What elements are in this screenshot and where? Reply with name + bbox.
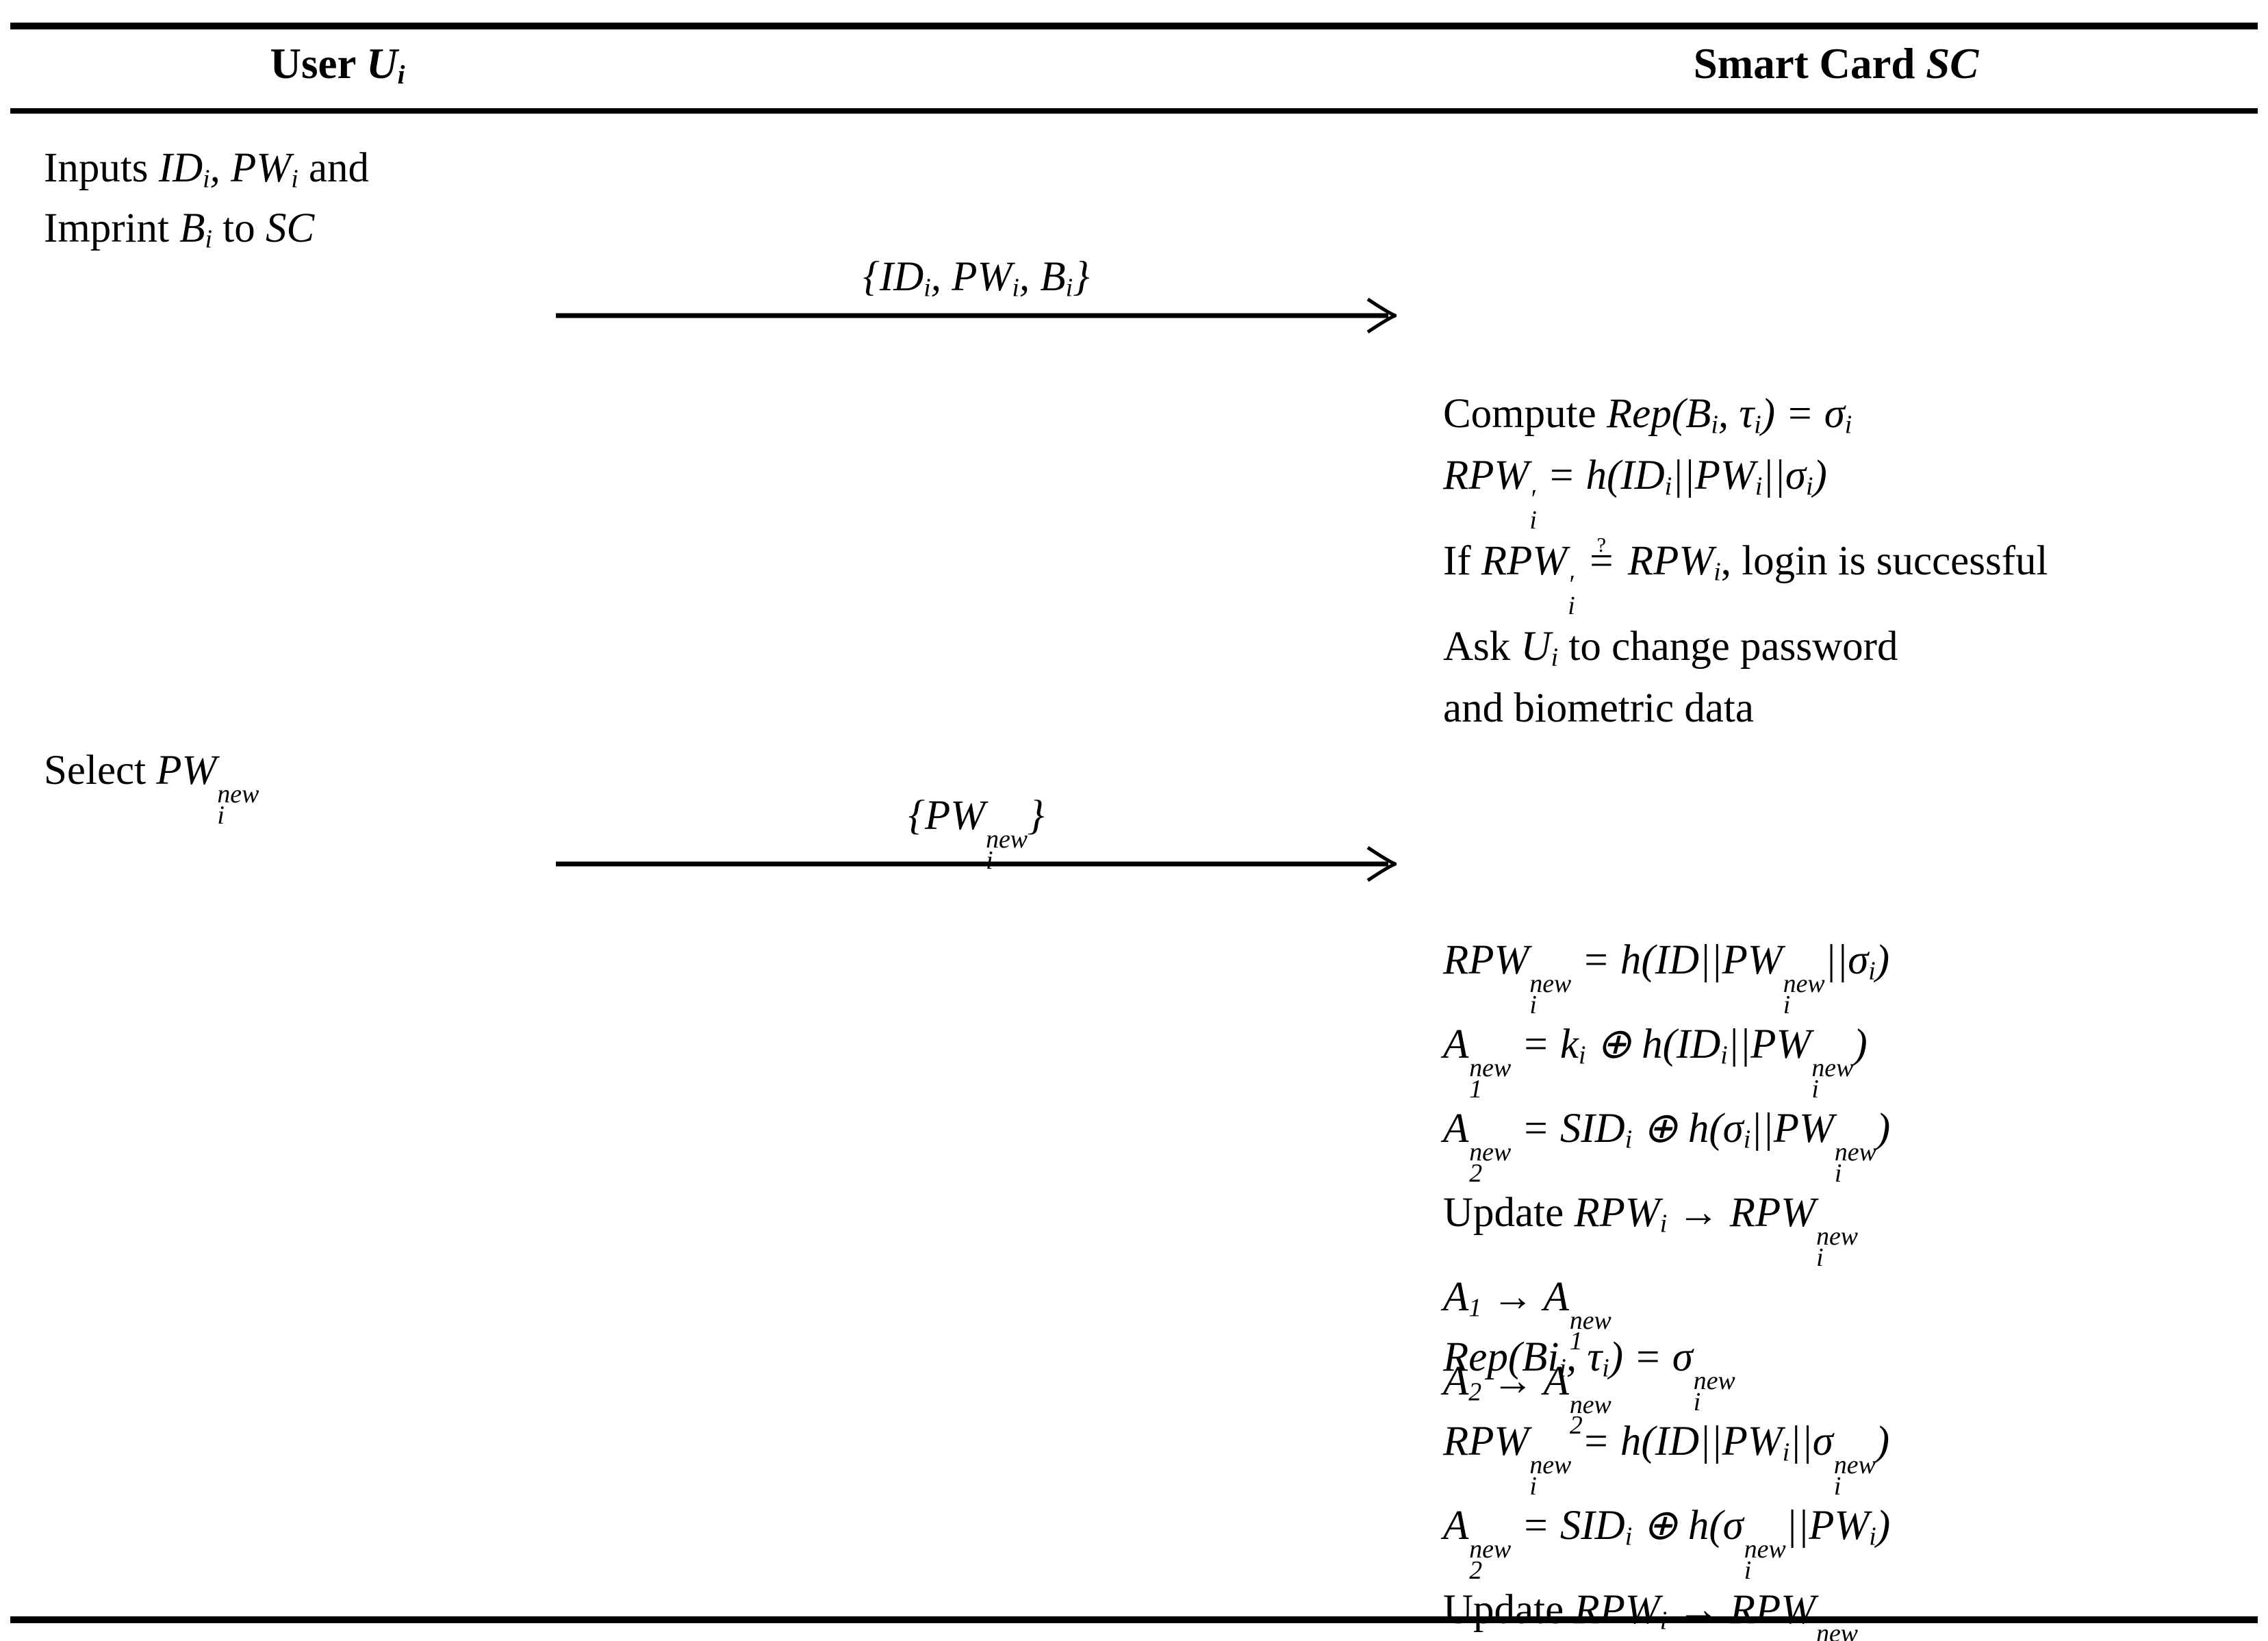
math-line: If RPW′i ?= RPWi, login is successful xyxy=(1443,533,2048,620)
message-1-arrow xyxy=(556,295,1397,336)
message-1-label: {IDi, PWi, Bi} xyxy=(863,254,1090,303)
right-arrow-icon xyxy=(556,297,1397,334)
column-header-user: User Ui xyxy=(270,40,405,90)
right-arrow-icon xyxy=(556,845,1397,882)
math-line: Compute Rep(Bi, τi) = σi xyxy=(1443,391,1852,440)
bottom-rule xyxy=(10,1616,2258,1623)
smartcard-verify-step: Compute Rep(Bi, τi) = σi RPW′i = h(IDi||… xyxy=(1443,383,2048,739)
message-2-arrow xyxy=(556,843,1397,885)
math-line: Inputs IDi, PWi and xyxy=(44,145,370,194)
math-line: Imprint Bi to SC xyxy=(44,205,315,254)
header-rule xyxy=(10,108,2258,114)
user-input-step: Inputs IDi, PWi and Imprint Bi to SC xyxy=(44,138,369,259)
math-line: RPW′i = h(IDi||PWi||σi) xyxy=(1443,453,1827,535)
top-rule xyxy=(10,23,2258,29)
math-line: Ask Ui to change password xyxy=(1443,623,1898,672)
column-header-smartcard: Smart Card SC xyxy=(1693,40,1979,88)
math-line: and biometric data xyxy=(1443,685,1754,731)
